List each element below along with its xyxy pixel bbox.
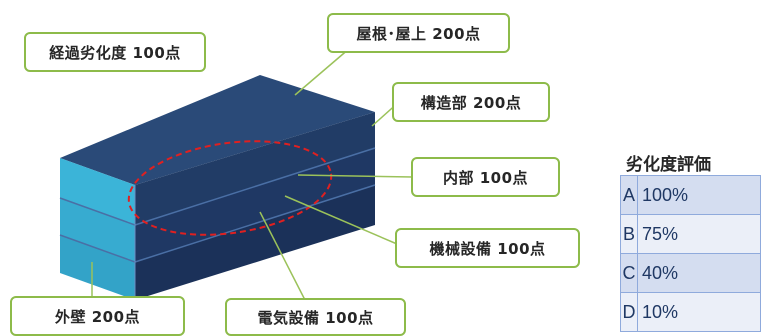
table-row: C 40% (620, 253, 761, 293)
grade-cell: A (620, 175, 638, 215)
deterioration-label: 経過劣化度 100点 (49, 43, 181, 62)
evaluation-title: 劣化度評価 (626, 155, 711, 175)
structure-callout: 構造部 200点 (392, 82, 550, 122)
table-row: A 100% (620, 175, 761, 215)
structure-label: 構造部 200点 (420, 93, 522, 112)
interior-label: 内部 100点 (442, 168, 529, 187)
grade-cell: B (620, 214, 638, 254)
interior-callout: 内部 100点 (411, 157, 560, 197)
mechanical-leader-line (284, 195, 398, 245)
front-layer-middle (135, 148, 375, 262)
layer-divider (59, 197, 136, 226)
side-layer-middle (60, 198, 135, 262)
interior-leader-line (297, 174, 414, 178)
side-layer-bottom (60, 235, 135, 300)
front-layer-bottom (135, 185, 375, 300)
layer-divider (134, 147, 376, 226)
roof-label: 屋根･屋上 200点 (356, 24, 481, 43)
evaluation-table: A 100% B 75% C 40% D 10% (620, 175, 761, 332)
exterior-wall-label: 外壁 200点 (54, 307, 141, 326)
roof-face (60, 75, 375, 185)
layer-divider (134, 184, 376, 263)
layer-divider (59, 234, 136, 263)
deterioration-callout: 経過劣化度 100点 (24, 32, 206, 72)
value-cell: 75% (637, 214, 761, 254)
electrical-callout: 電気設備 100点 (225, 298, 406, 336)
table-row: B 75% (620, 214, 761, 254)
side-layer-top (60, 158, 135, 225)
interior-highlight-ellipse (127, 140, 333, 236)
value-cell: 100% (637, 175, 761, 215)
electrical-label: 電気設備 100点 (257, 308, 374, 327)
value-cell: 10% (637, 292, 761, 332)
roof-leader-line (294, 47, 351, 96)
grade-cell: D (620, 292, 638, 332)
mechanical-label: 機械設備 100点 (429, 239, 546, 258)
front-layer-top (135, 112, 375, 225)
mechanical-callout: 機械設備 100点 (395, 228, 580, 268)
electrical-leader-line (259, 211, 306, 301)
value-cell: 40% (637, 253, 761, 293)
grade-cell: C (620, 253, 638, 293)
table-row: D 10% (620, 292, 761, 332)
roof-callout: 屋根･屋上 200点 (327, 13, 510, 53)
exterior-wall-callout: 外壁 200点 (10, 296, 185, 336)
